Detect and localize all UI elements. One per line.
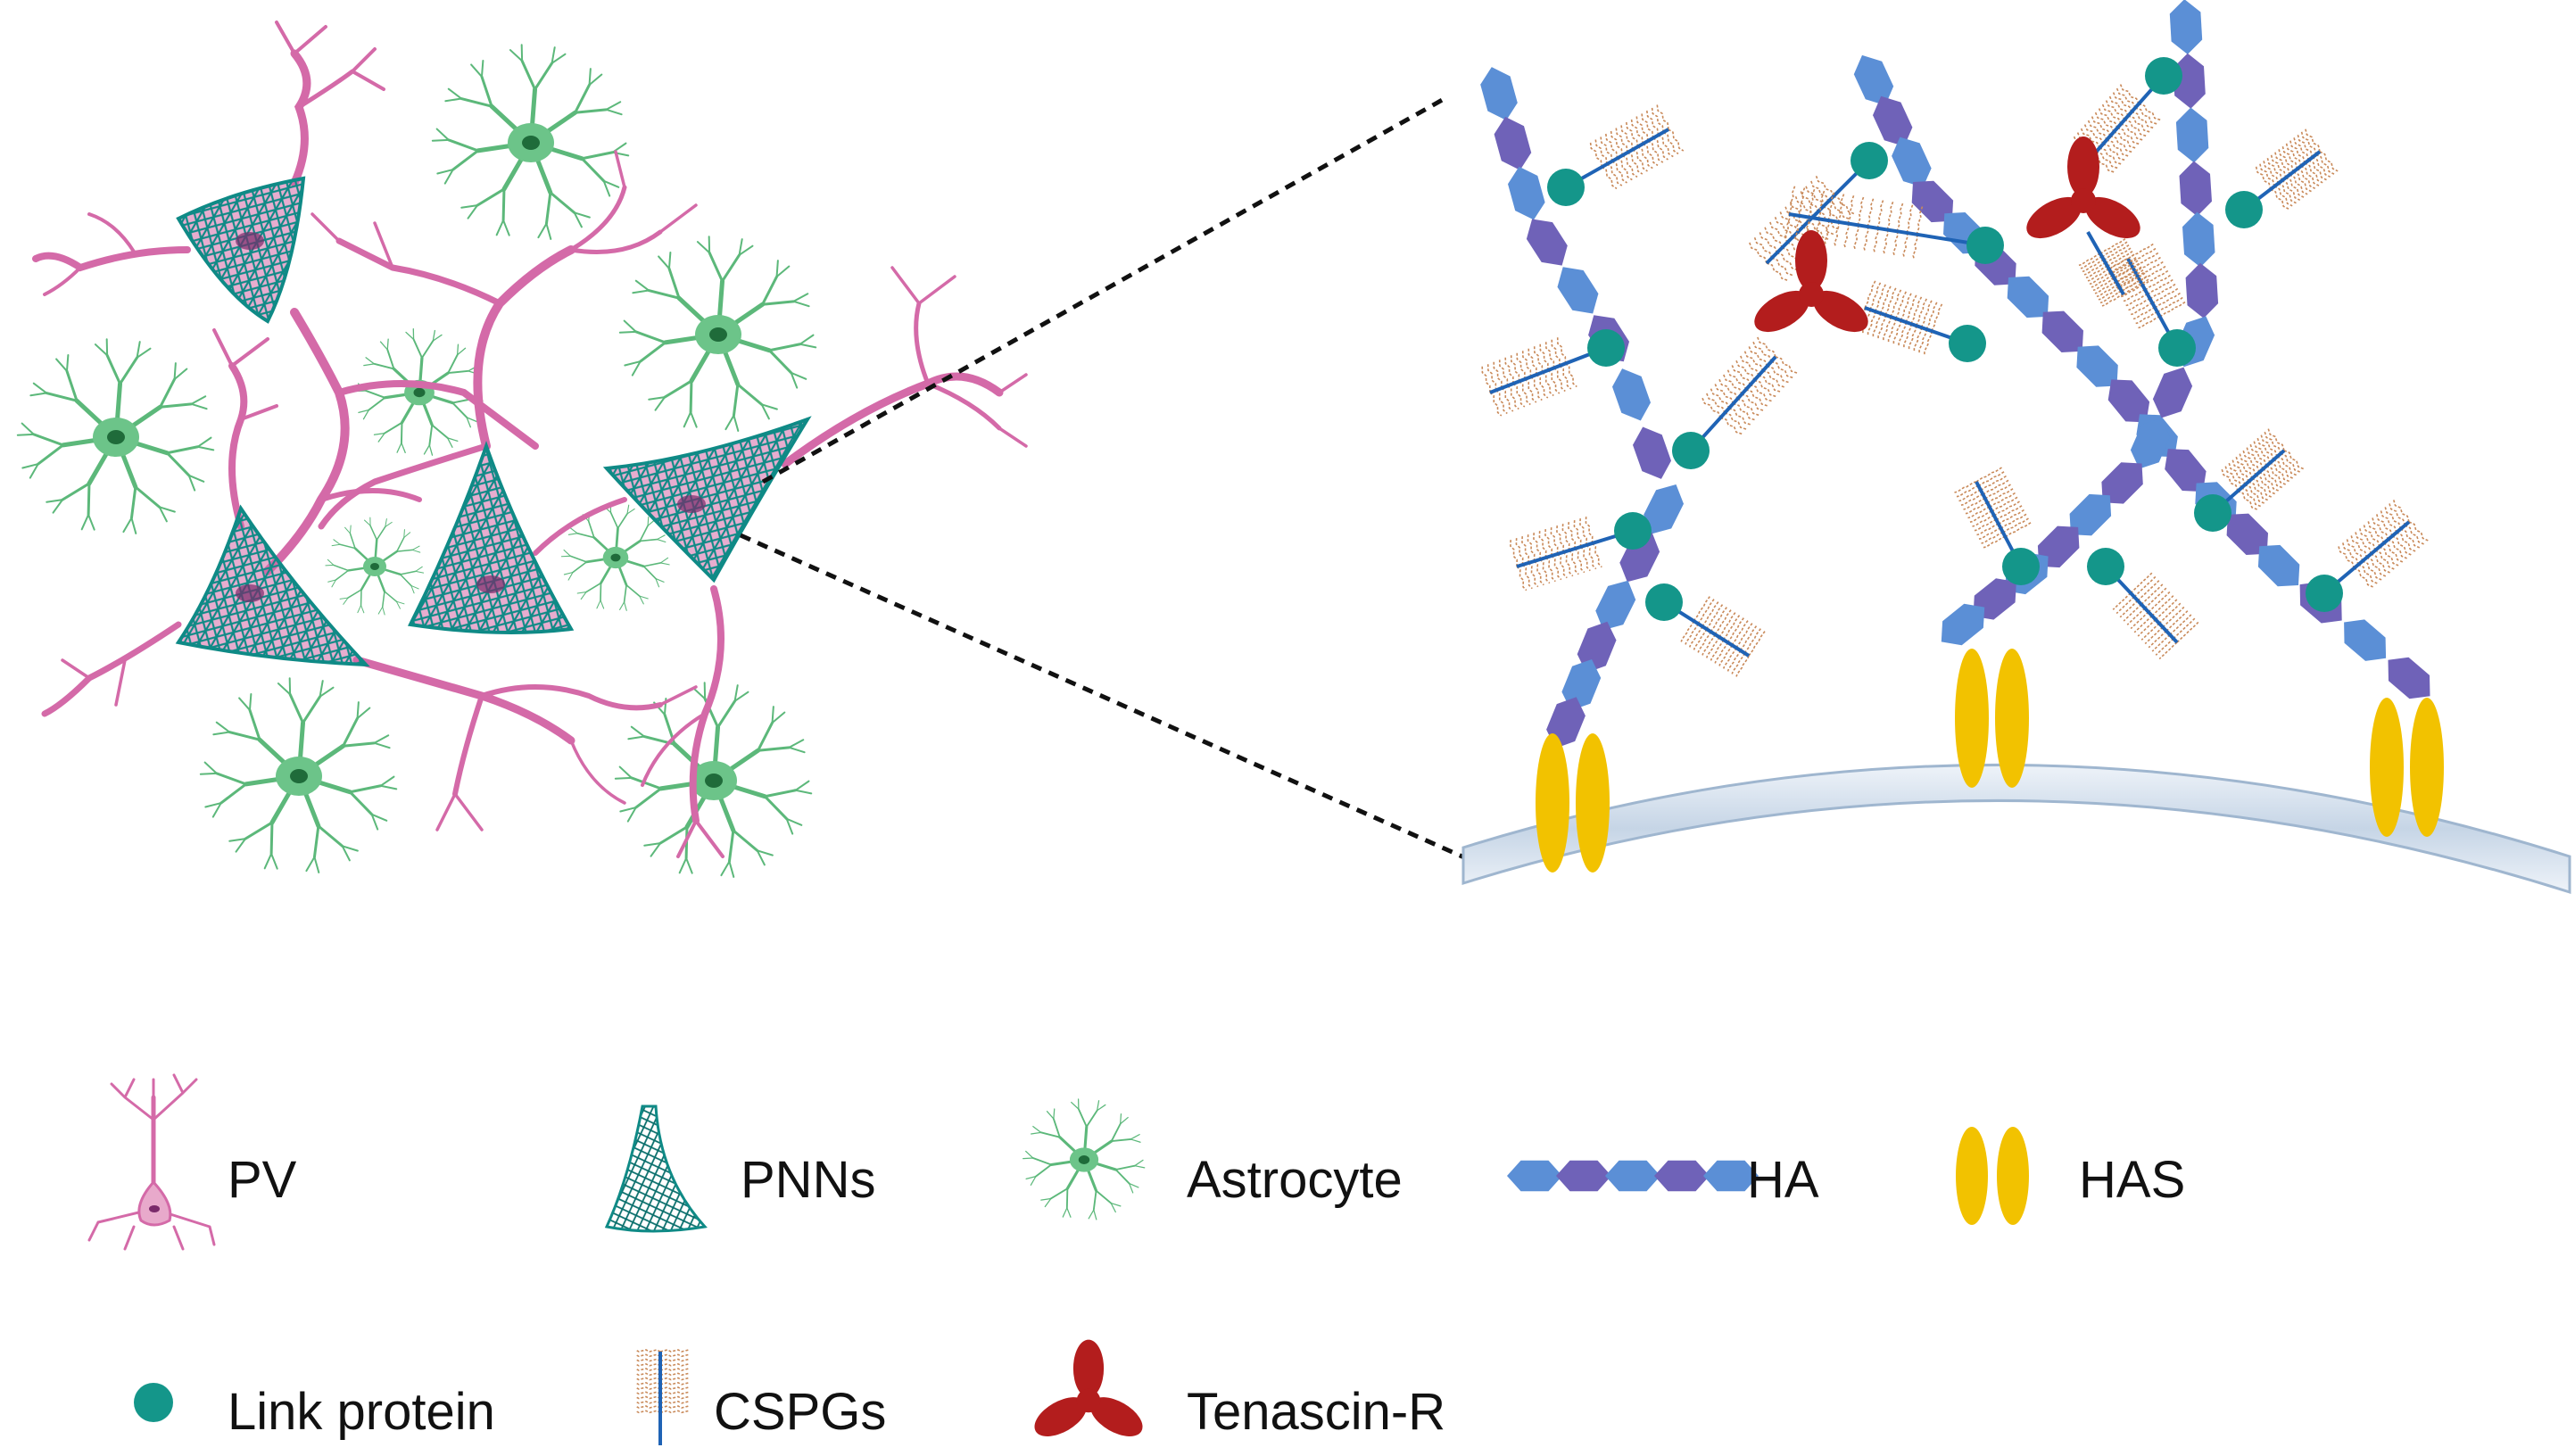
- pnn-soma-4: [602, 416, 812, 583]
- cspg-group: [1481, 74, 2429, 677]
- legend-label-link-protein: Link protein: [228, 1383, 495, 1441]
- link-protein-15: [2306, 575, 2343, 612]
- cspg-7: [1784, 186, 1986, 260]
- link-protein-9: [2145, 57, 2182, 95]
- legend-label-has: HAS: [2079, 1151, 2185, 1209]
- tenascin-r-icon: [1034, 1339, 1143, 1436]
- link-protein-2: [1587, 329, 1625, 367]
- ha-chain-2: [1853, 54, 2430, 699]
- link-protein-5: [1645, 583, 1683, 621]
- astrocyte-icon: [1023, 1098, 1146, 1220]
- legend-item-tenascin-r: Tenascin-R: [1034, 1339, 1445, 1441]
- astrocyte-7: [199, 677, 398, 873]
- link-protein-6: [1851, 142, 1888, 179]
- astrocyte-6: [560, 503, 670, 611]
- neural-tissue-panel: [16, 21, 1028, 878]
- legend-label-pnns: PNNs: [741, 1151, 875, 1209]
- link-protein-icon: [134, 1383, 173, 1422]
- cspg-legend-shape: [634, 1349, 690, 1445]
- cell-membrane: [1461, 764, 2571, 895]
- tenascin-r-group: [1754, 136, 2140, 333]
- tenascin-r-2: [2026, 136, 2140, 239]
- molecular-panel: [1461, 0, 2571, 895]
- has-1: [1536, 733, 1610, 873]
- legend-item-astrocyte: Astrocyte: [1023, 1098, 1403, 1220]
- cspg-16: [2078, 231, 2149, 307]
- legend-item-pnns: PNNs: [604, 1104, 875, 1233]
- has-group: [1536, 649, 2444, 873]
- astrocyte-5: [325, 517, 425, 616]
- pnn-soma-3: [407, 440, 575, 634]
- legend: PV PNNs Astrocyte HA HAS Link prot: [87, 1073, 2185, 1445]
- link-protein-1: [1547, 169, 1585, 206]
- pnn-soma-group: [175, 176, 812, 667]
- has-2: [1955, 649, 2029, 788]
- tenascin-r-1: [1754, 230, 1868, 333]
- ha-chains: [1480, 0, 2430, 749]
- legend-item-cspgs: CSPGs: [634, 1349, 886, 1445]
- legend-label-cspgs: CSPGs: [714, 1383, 886, 1441]
- link-protein-12: [2002, 548, 2040, 585]
- ha-chain-icon: [1507, 1160, 1759, 1192]
- astrocyte-1: [431, 44, 630, 240]
- cspg-10: [2242, 128, 2339, 211]
- link-protein-10: [2225, 191, 2263, 228]
- legend-item-link-protein: Link protein: [134, 1383, 495, 1441]
- legend-item-ha: HA: [1507, 1151, 1819, 1209]
- link-protein-13: [2087, 548, 2124, 585]
- pnn-soma-2: [175, 504, 370, 667]
- ha-chain-1: [1480, 67, 1684, 749]
- zoom-lines: [739, 95, 1474, 864]
- legend-label-tenascin-r: Tenascin-R: [1187, 1383, 1445, 1441]
- astrocyte-legend-shape: [1023, 1098, 1146, 1220]
- link-protein-14: [2194, 494, 2231, 532]
- cspg-1: [1565, 103, 1685, 190]
- ha-chain-3: [1941, 0, 2219, 646]
- cspg-8: [1857, 280, 1968, 355]
- cspg-icon: [634, 1349, 690, 1445]
- cspg-4: [1510, 516, 1634, 592]
- cspg-3: [1689, 336, 1798, 452]
- link-protein-4: [1614, 512, 1652, 550]
- cspg-15: [2322, 499, 2429, 595]
- cspg-2: [1481, 336, 1607, 417]
- link-protein-3: [1672, 432, 1710, 469]
- legend-label-ha: HA: [1747, 1151, 1819, 1209]
- legend-label-pv: PV: [228, 1151, 297, 1209]
- link-protein-7: [1966, 227, 2004, 264]
- tenascin-r-legend-shape: [1034, 1339, 1143, 1436]
- cspg-14: [2211, 428, 2305, 515]
- cspg-13: [2104, 565, 2199, 660]
- link-protein-group: [1547, 57, 2343, 621]
- cspg-11: [2106, 243, 2186, 349]
- pv-dendrites: [32, 21, 1028, 858]
- pnn-net-icon: [604, 1104, 708, 1233]
- legend-item-pv: PV: [87, 1073, 297, 1251]
- pnn-soma-1: [176, 176, 306, 324]
- pv-neuron-icon: [87, 1073, 216, 1251]
- astrocyte-3: [618, 236, 817, 432]
- link-protein-11: [2158, 329, 2196, 367]
- astrocyte-group: [16, 44, 817, 878]
- astrocyte-2: [16, 338, 215, 534]
- has-synthase-icon: [1956, 1127, 2029, 1225]
- has-3: [2370, 698, 2444, 837]
- link-protein-8: [1949, 325, 1986, 362]
- legend-label-astrocyte: Astrocyte: [1187, 1151, 1403, 1209]
- legend-item-has: HAS: [1956, 1127, 2185, 1225]
